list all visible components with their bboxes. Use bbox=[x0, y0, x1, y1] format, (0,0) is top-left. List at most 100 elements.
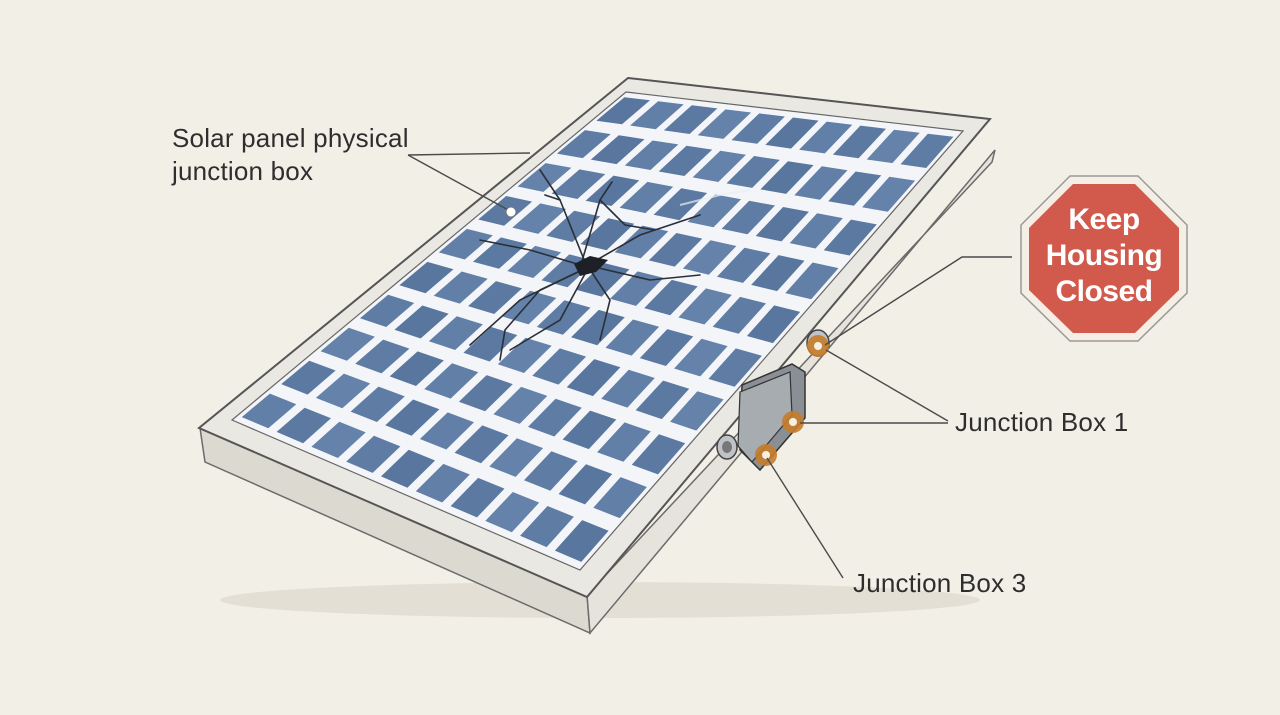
solar-cell bbox=[350, 386, 405, 422]
solar-cell bbox=[473, 237, 527, 269]
solar-cell bbox=[580, 218, 635, 251]
stop-sign bbox=[1029, 184, 1179, 333]
leader-panel-a bbox=[407, 152, 531, 156]
solar-cell bbox=[619, 181, 674, 214]
solar-cell bbox=[760, 161, 814, 194]
solar-cell bbox=[726, 156, 780, 188]
solar-cell bbox=[639, 329, 694, 366]
solar-cell bbox=[692, 150, 746, 182]
panel-title-line-2: junction box bbox=[172, 156, 314, 186]
junction-box-face bbox=[737, 371, 793, 463]
leader-jb1-a bbox=[825, 349, 949, 422]
solar-cell bbox=[658, 145, 713, 176]
solar-cell bbox=[399, 261, 454, 294]
solar-cell bbox=[631, 434, 686, 475]
solar-cell bbox=[394, 305, 449, 339]
cable-gland-left bbox=[716, 434, 738, 460]
solar-cell bbox=[866, 129, 920, 164]
solar-cell bbox=[630, 101, 684, 130]
solar-cell bbox=[828, 171, 882, 206]
connector-junction-box-3-center bbox=[762, 451, 770, 459]
solar-cell bbox=[415, 463, 470, 503]
junction-box-1-label: Junction Box 1 bbox=[955, 407, 1129, 437]
sign-line-3: Closed bbox=[1055, 275, 1153, 308]
panel-pointer-dot bbox=[505, 206, 517, 218]
solar-cell bbox=[862, 176, 916, 212]
solar-cell bbox=[751, 255, 805, 292]
solar-cell bbox=[597, 422, 651, 462]
solar-cell bbox=[678, 288, 732, 325]
solar-cell bbox=[566, 359, 621, 397]
solar-cell bbox=[746, 305, 801, 344]
solar-cell bbox=[712, 296, 766, 334]
solar-cell bbox=[389, 351, 444, 386]
solar-cell bbox=[721, 200, 775, 235]
solar-cell bbox=[682, 240, 737, 275]
solar-cell bbox=[381, 449, 436, 488]
solar-cell bbox=[717, 247, 771, 283]
panel-title-label: Solar panel physical junction box bbox=[172, 122, 409, 188]
solar-cell bbox=[315, 373, 371, 409]
solar-cell bbox=[605, 319, 660, 356]
solar-cell bbox=[320, 327, 375, 361]
solar-cell bbox=[424, 363, 479, 399]
solar-cell bbox=[789, 213, 843, 249]
panel-title-line-1: Solar panel physical bbox=[172, 123, 409, 153]
solar-cell bbox=[900, 133, 954, 168]
leader-panel-b bbox=[407, 154, 511, 212]
solar-cell bbox=[785, 262, 839, 300]
solar-cell bbox=[385, 399, 440, 436]
solar-cell bbox=[799, 121, 853, 154]
solar-cell-grid bbox=[230, 91, 965, 571]
solar-cell bbox=[458, 375, 513, 412]
solar-cell bbox=[556, 130, 611, 159]
solar-cell bbox=[755, 207, 809, 242]
solar-cell bbox=[355, 339, 410, 374]
solar-cell bbox=[614, 225, 669, 259]
solar-cell bbox=[697, 109, 752, 139]
solar-cell bbox=[502, 290, 557, 325]
solar-cell bbox=[663, 105, 718, 134]
solar-cell bbox=[360, 294, 415, 327]
solar-cell bbox=[648, 233, 703, 267]
solar-cell bbox=[765, 117, 819, 149]
solar-cell bbox=[571, 309, 625, 346]
leader-sign bbox=[824, 256, 1012, 346]
solar-cell bbox=[794, 166, 848, 200]
solar-cell bbox=[433, 271, 488, 304]
solar-cell bbox=[562, 410, 617, 450]
connector-junction-box-1-center bbox=[789, 418, 797, 426]
connector-top-center bbox=[814, 342, 822, 350]
solar-cell bbox=[438, 228, 493, 260]
solar-cell bbox=[241, 393, 297, 429]
solar-cell bbox=[585, 175, 640, 206]
solar-cell bbox=[346, 435, 401, 473]
stop-sign-text: Keep Housing Closed bbox=[1022, 202, 1186, 310]
solar-cell bbox=[281, 360, 336, 395]
solar-cell bbox=[832, 125, 886, 159]
solar-cell bbox=[493, 386, 548, 424]
solar-cell bbox=[596, 97, 650, 125]
solar-cell bbox=[532, 348, 587, 385]
solar-cell bbox=[687, 194, 742, 228]
solar-cell bbox=[276, 407, 331, 444]
solar-cell bbox=[601, 369, 655, 408]
solar-cell bbox=[485, 492, 540, 533]
solar-cell bbox=[478, 196, 533, 226]
solar-cell bbox=[670, 391, 724, 431]
leader-jb3 bbox=[766, 457, 844, 579]
solar-cell bbox=[823, 219, 877, 256]
solar-cell bbox=[546, 210, 601, 242]
leader-lines bbox=[407, 152, 1012, 579]
solar-cell bbox=[551, 169, 606, 199]
solar-cell bbox=[520, 506, 574, 548]
solar-cell bbox=[593, 477, 647, 519]
solar-cell bbox=[635, 380, 690, 420]
solar-cell bbox=[311, 421, 366, 458]
solar-cell bbox=[554, 520, 609, 562]
solar-cell bbox=[624, 140, 679, 170]
crack-impact-point bbox=[574, 256, 608, 276]
solar-cell bbox=[450, 477, 505, 518]
